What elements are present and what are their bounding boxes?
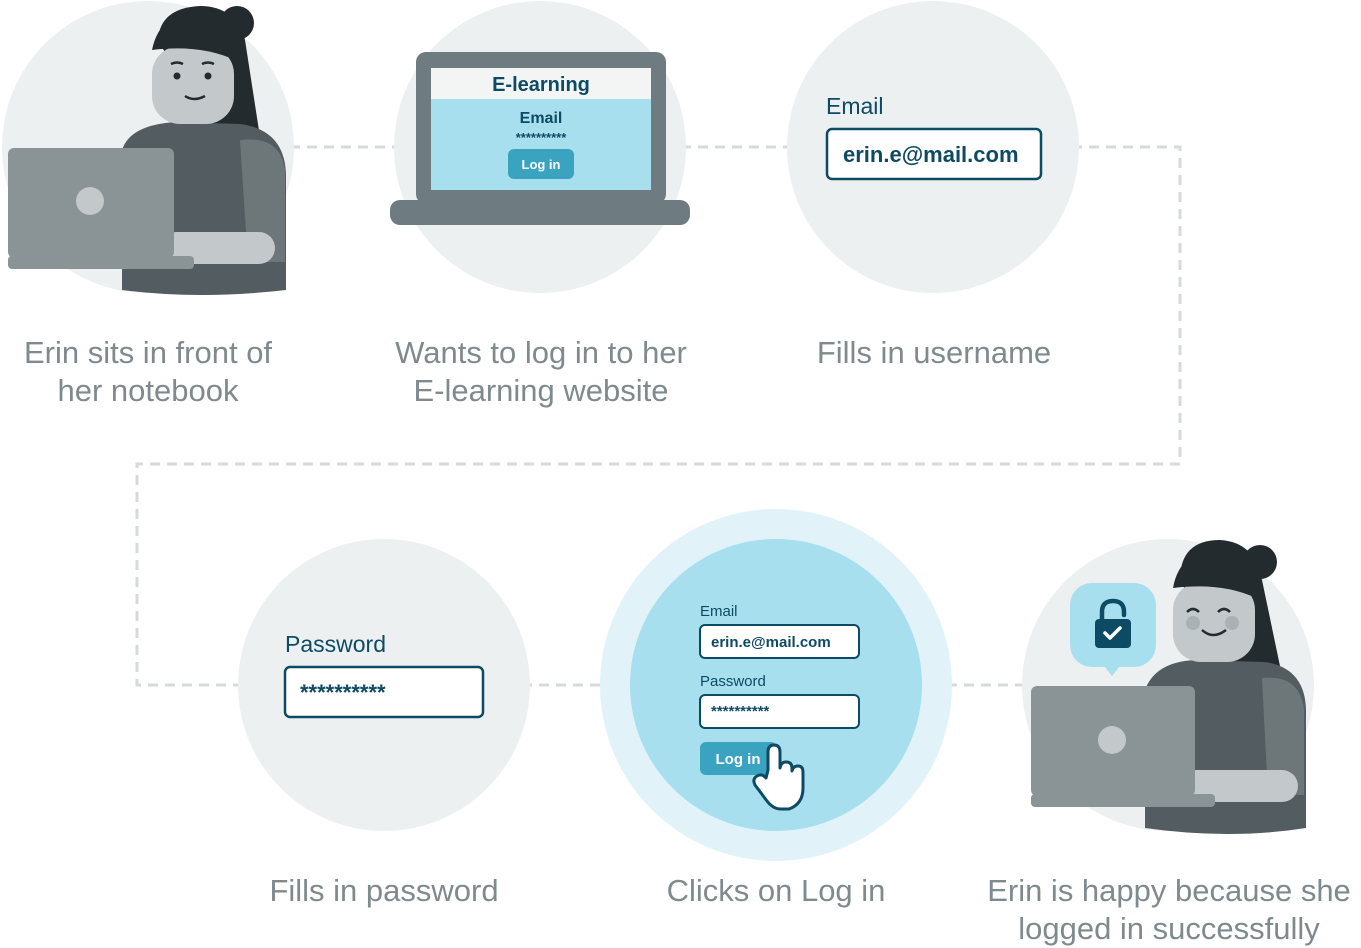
step-4-password xyxy=(238,539,530,831)
screen-header xyxy=(431,68,651,99)
step-2-caption: Wants to log in to her E-learning websit… xyxy=(382,334,700,410)
caption-line: Erin is happy because she xyxy=(987,873,1351,908)
screen-login-label: Log in xyxy=(522,157,561,172)
caption-line: her notebook xyxy=(57,373,239,408)
email-field-box xyxy=(825,127,1043,181)
mini-login-button xyxy=(700,742,777,775)
mini-email-label: Email xyxy=(700,603,738,620)
screen-title: E-learning xyxy=(492,74,590,96)
face xyxy=(1173,582,1255,662)
screen-login-button xyxy=(508,149,574,179)
laptop-icon xyxy=(1031,686,1215,807)
caption-line: logged in successfully xyxy=(1018,911,1320,946)
hand-cursor-icon xyxy=(752,743,805,811)
password-label: Password xyxy=(285,631,386,657)
unlocked-padlock-icon xyxy=(1070,583,1156,676)
mini-email-field xyxy=(699,624,860,659)
step-3-caption: Fills in username xyxy=(784,334,1084,372)
laptop-base xyxy=(390,200,690,225)
mouth xyxy=(1201,628,1227,637)
caption-line: Wants to log in to her xyxy=(395,335,687,370)
mouth xyxy=(184,94,206,101)
caption-line: Fills in password xyxy=(269,873,499,908)
face xyxy=(152,46,234,124)
eye xyxy=(173,72,181,80)
step-3-username xyxy=(787,1,1079,293)
step-4-caption: Fills in password xyxy=(234,872,534,910)
password-value: ********** xyxy=(300,680,386,705)
caption-line: Fills in username xyxy=(816,335,1052,370)
step-6-caption: Erin is happy because she logged in succ… xyxy=(980,872,1358,948)
laptop-icon xyxy=(8,148,194,269)
mini-password-field xyxy=(699,694,860,729)
password-field-box xyxy=(283,665,485,719)
mini-password-value: ********** xyxy=(711,703,770,720)
caption-line: Clicks on Log in xyxy=(666,873,886,908)
step-2-screen-text: E-learning Email ********** Log in xyxy=(492,74,590,172)
step-1-caption: Erin sits in front of her notebook xyxy=(0,334,296,410)
mini-password-label: Password xyxy=(700,673,766,690)
screen-password-mask: ********** xyxy=(516,130,568,145)
email-value: erin.e@mail.com xyxy=(843,142,1019,167)
step-5-click-login xyxy=(600,509,952,861)
caption-line: Erin sits in front of xyxy=(23,335,273,370)
mini-email-value: erin.e@mail.com xyxy=(711,634,831,651)
eye xyxy=(204,72,212,80)
step-6-happy-erin xyxy=(1022,539,1314,834)
step-2-elearning-site xyxy=(390,1,690,293)
email-label: Email xyxy=(826,93,884,119)
checkmark-icon xyxy=(1103,626,1122,640)
caption-line: E-learning website xyxy=(413,373,669,408)
step-1-erin-notebook xyxy=(2,1,294,295)
step-5-caption: Clicks on Log in xyxy=(626,872,926,910)
mini-login-label: Log in xyxy=(716,751,761,768)
screen-field-label: Email xyxy=(520,110,563,127)
smiling-eyes xyxy=(1186,607,1231,613)
